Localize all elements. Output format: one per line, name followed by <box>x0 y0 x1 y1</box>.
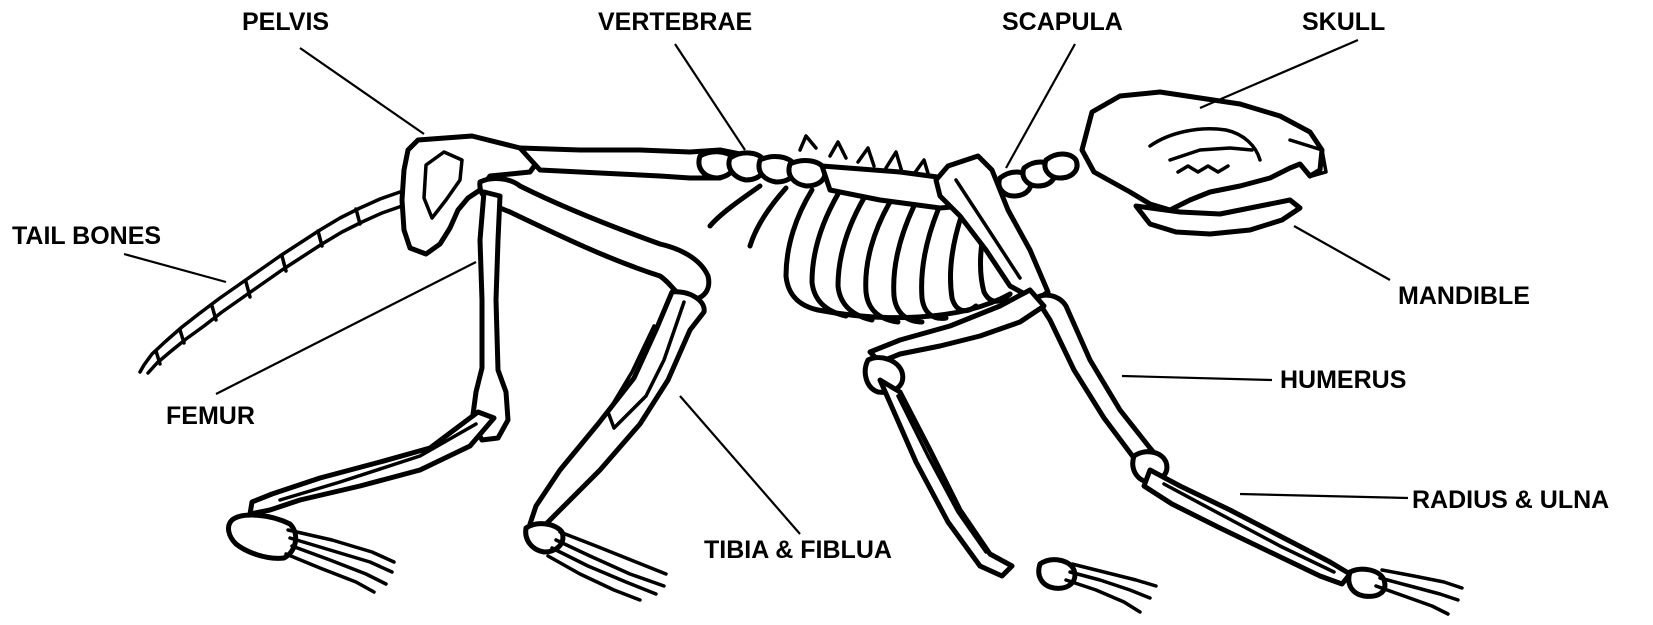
label-pelvis: PELVIS <box>242 8 329 36</box>
pelvis-leader-line <box>300 48 424 134</box>
rear-upper-leg-drawing <box>472 192 508 440</box>
rear-lower-leg-drawing <box>250 412 494 514</box>
mandible-leader-line <box>1294 226 1390 280</box>
scapula-leader-line <box>1006 44 1075 168</box>
tibia-fibula-leader-line <box>680 396 800 534</box>
rear-feet-drawing <box>229 515 666 600</box>
label-mandible: MANDIBLE <box>1398 282 1530 310</box>
humerus-drawing <box>1036 295 1160 468</box>
tail-bones-drawing <box>140 188 420 373</box>
label-humerus: HUMERUS <box>1280 366 1406 394</box>
vertebrae-leader-line <box>675 44 745 150</box>
label-skull: SKULL <box>1302 8 1385 36</box>
label-tibia-fibula: TIBIA & FIBLUA <box>704 536 892 564</box>
label-vertebrae: VERTEBRAE <box>598 8 752 36</box>
label-femur: FEMUR <box>166 402 255 430</box>
skull-drawing <box>1082 92 1326 234</box>
tibia-fibula-drawing <box>530 292 704 528</box>
vertebrae-drawing <box>520 136 990 208</box>
front-feet-drawing <box>1039 560 1462 614</box>
skull-leader-line <box>1200 40 1358 108</box>
radius-ulna-drawing <box>1133 452 1350 584</box>
femur-drawing <box>480 179 709 299</box>
label-tail-bones: TAIL BONES <box>12 222 161 250</box>
label-scapula: SCAPULA <box>1002 8 1123 36</box>
tail-bones-leader-line <box>124 254 226 282</box>
front-upper-leg-drawing <box>865 290 1044 576</box>
radius-ulna-leader-line <box>1240 494 1408 498</box>
humerus-leader-line <box>1122 376 1272 380</box>
label-radius-ulna: RADIUS & ULNA <box>1412 486 1609 514</box>
femur-leader-line <box>216 262 476 394</box>
